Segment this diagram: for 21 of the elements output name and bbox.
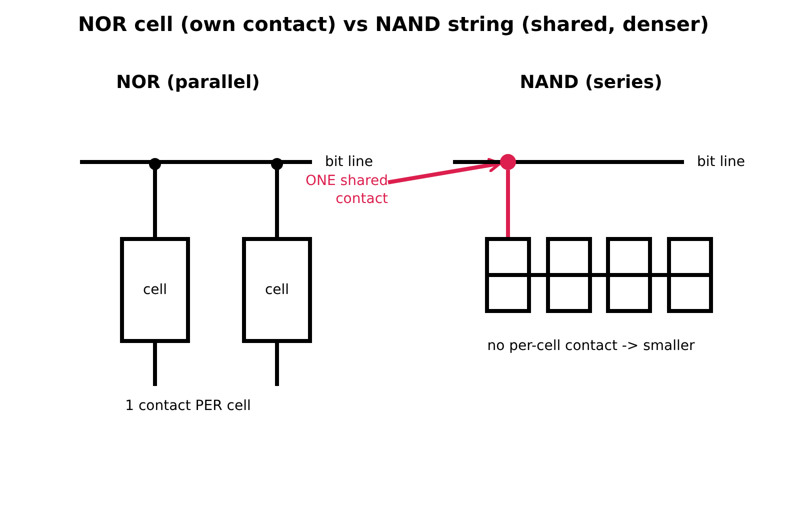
connector-line — [652, 273, 667, 277]
line-label: bit line — [697, 153, 745, 171]
cell-box — [485, 237, 531, 313]
cell-box — [606, 237, 652, 313]
caption-text: 1 contact PER cell — [124, 397, 252, 416]
connector-line — [592, 273, 606, 277]
connector-line — [275, 343, 279, 386]
arrow — [388, 158, 502, 184]
connector-line — [506, 170, 510, 237]
connector-line — [153, 343, 157, 386]
cell-box — [546, 237, 592, 313]
connector-line — [531, 273, 546, 277]
section-heading: NOR (parallel) — [115, 71, 261, 95]
line-label: bit line — [325, 153, 373, 171]
diagram-title: NOR cell (own contact) vs NAND string (shared, denser) — [77, 11, 710, 38]
section-heading: NAND (series) — [518, 71, 664, 95]
cell-box — [667, 237, 713, 313]
cell-box: cell — [242, 237, 312, 343]
cell-box: cell — [120, 237, 190, 343]
caption-text: no per-cell contact -> smaller — [486, 337, 696, 356]
callout-text: ONE shared contact — [286, 172, 388, 210]
